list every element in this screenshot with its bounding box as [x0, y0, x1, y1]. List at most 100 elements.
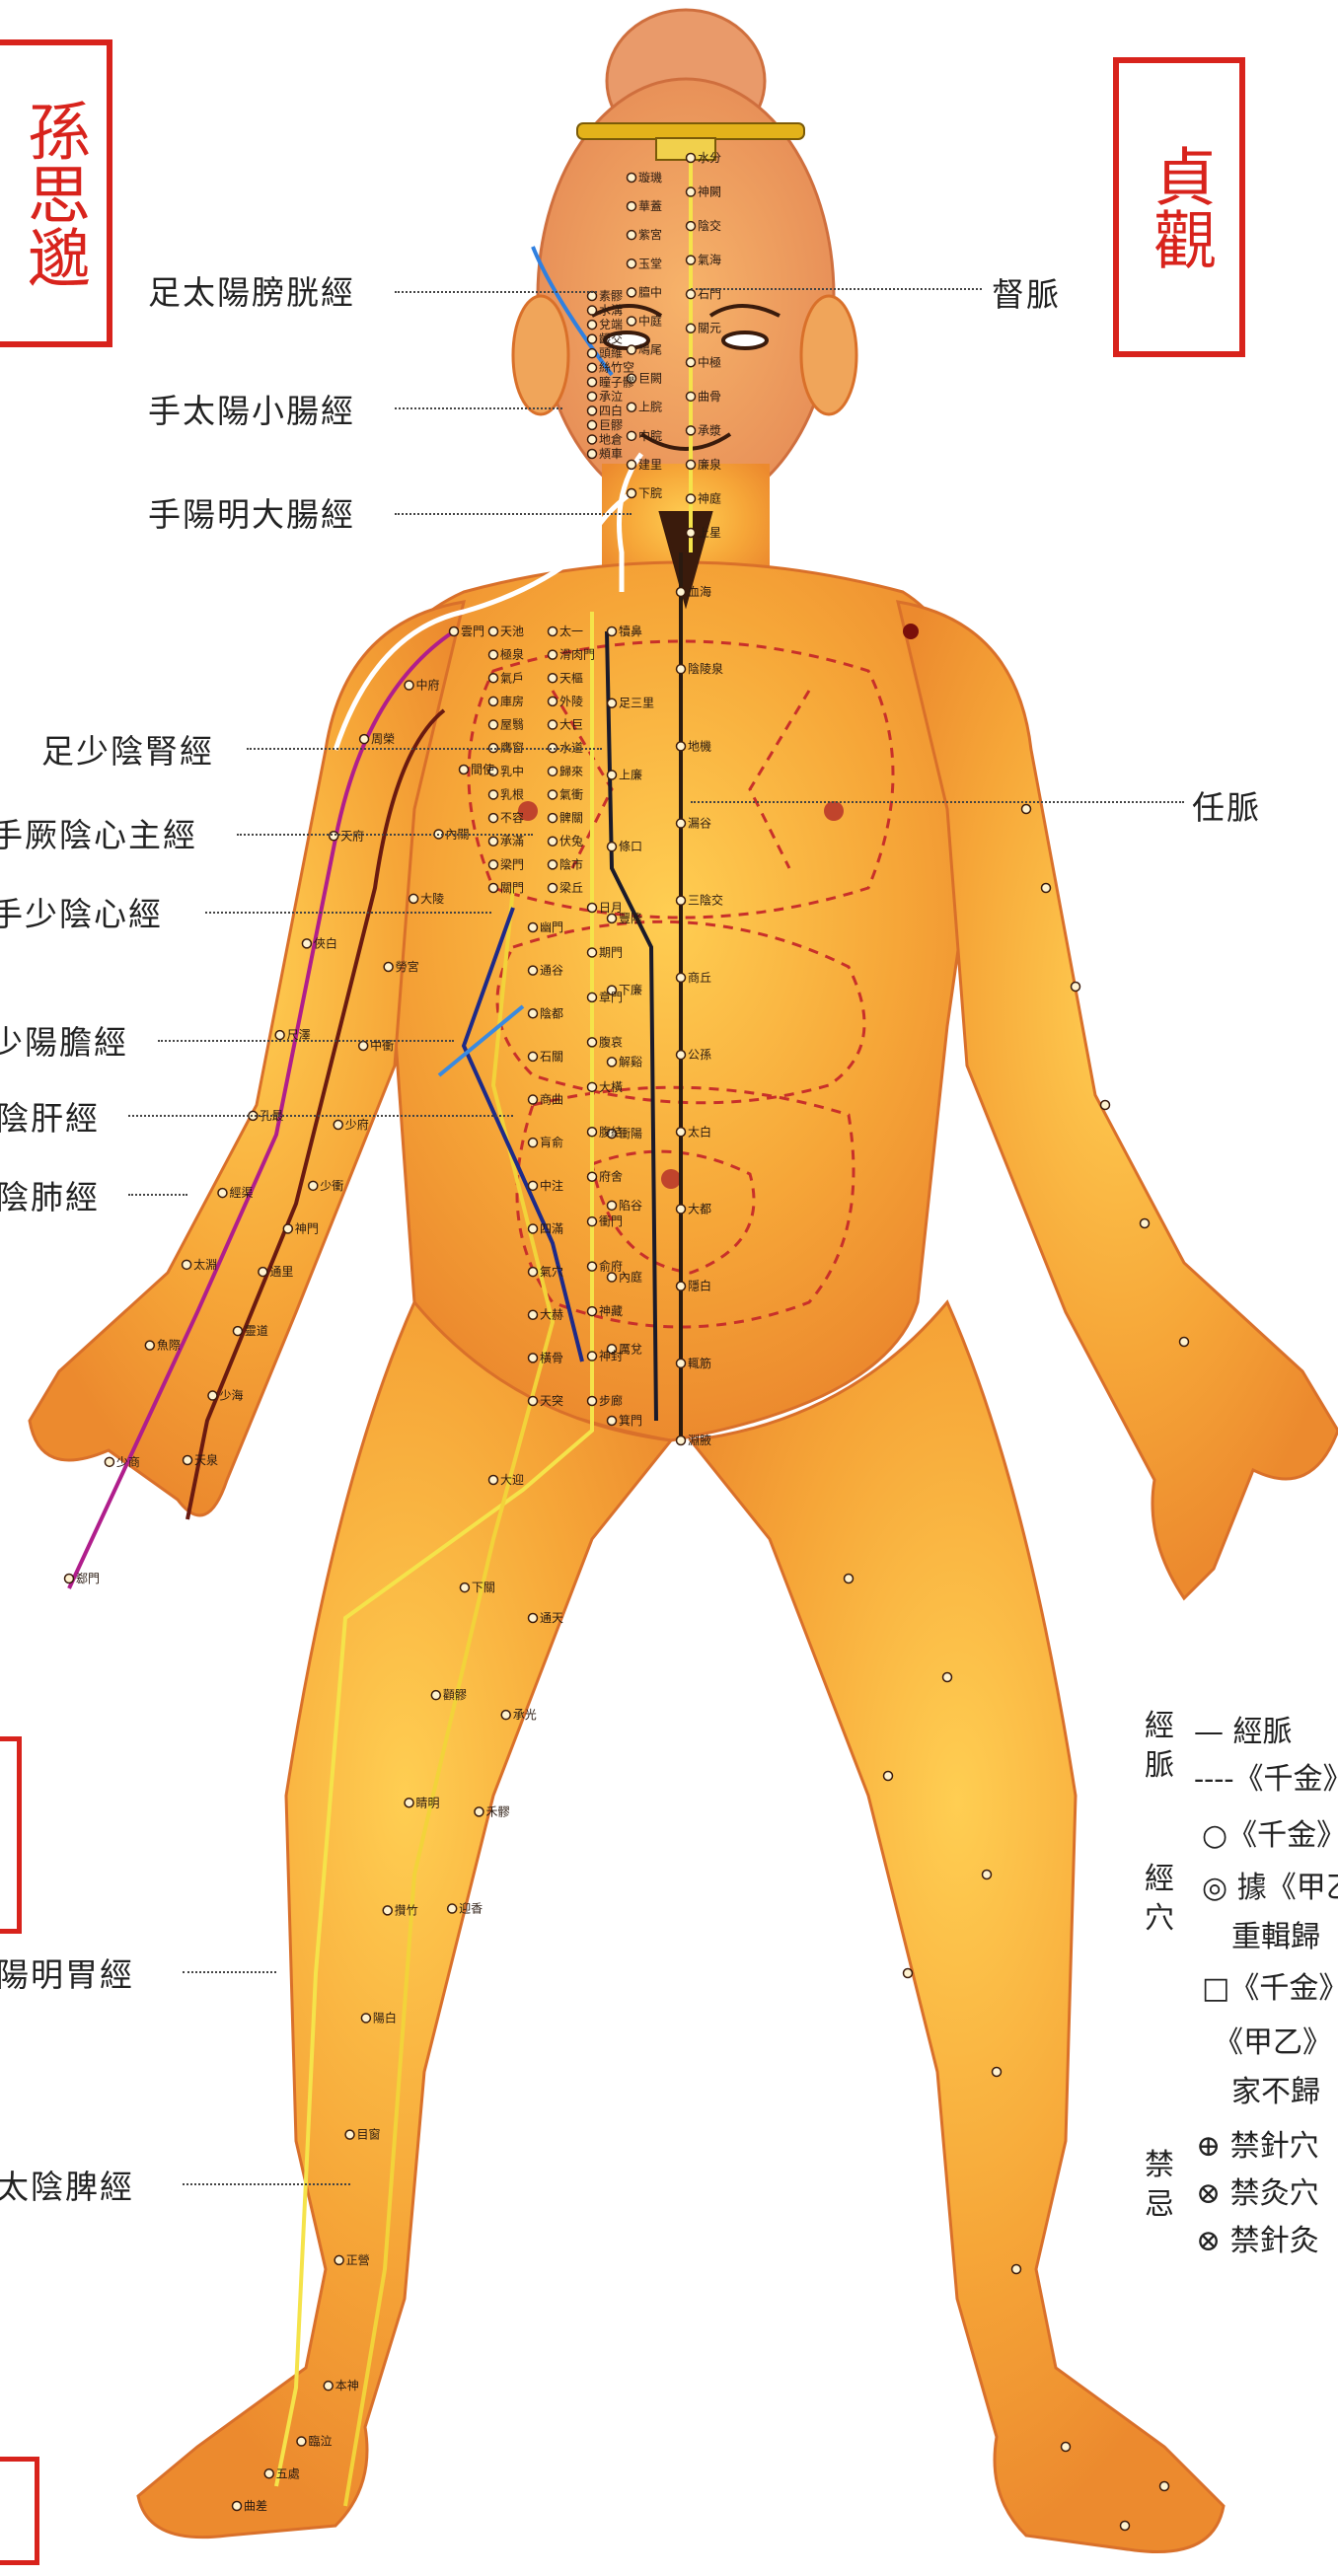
acupoint-label: 顴髎	[443, 1688, 467, 1702]
acupoint-label: 血海	[688, 584, 711, 599]
acupoint-label: 地機	[688, 738, 711, 753]
acupoint-dot	[677, 1436, 686, 1445]
acupoint-label: 陽白	[373, 2010, 397, 2024]
acupoint-dot	[677, 1128, 686, 1137]
acupoint-label: 攢竹	[395, 1903, 418, 1917]
acupoint-dot	[489, 650, 498, 659]
acupoint-dot	[588, 1352, 597, 1361]
acupoint-label: 上星	[698, 526, 721, 540]
acupoint-label: 極泉	[500, 647, 524, 662]
acupoint-label: 犢鼻	[619, 624, 642, 638]
acupoint-dot	[628, 403, 636, 411]
acupoint-dot	[145, 1341, 154, 1350]
acupoint-label: 大橫	[599, 1080, 623, 1094]
acupoint-label: 關門	[500, 881, 524, 895]
acupoint-dot	[1062, 2443, 1071, 2452]
acupoint-label: 通谷	[540, 964, 563, 978]
acupoint-dot	[588, 1128, 597, 1137]
acupoint-label: 建里	[638, 458, 662, 472]
acupoint-label: 睛明	[416, 1796, 440, 1809]
acupoint-label: 幽門	[540, 920, 563, 934]
legend-points-item-4: □《千金》	[1202, 1963, 1338, 2007]
acupoint-dot	[608, 843, 617, 851]
acupoint-dot	[549, 627, 558, 636]
acupoint-label: 承光	[513, 1708, 537, 1722]
acupoint-dot	[275, 1031, 284, 1040]
acupoint-dot	[608, 1273, 617, 1282]
acupoint-dot	[324, 2382, 333, 2391]
acupoint-label: 府舍	[599, 1169, 623, 1184]
acupoint-label: 頰車	[599, 447, 623, 461]
acupoint-dot	[549, 837, 558, 846]
acupoint-dot	[460, 766, 469, 774]
acupoint-label: 氣戶	[500, 671, 524, 685]
acupoint-dot	[529, 1397, 538, 1406]
acupoint-dot	[384, 963, 393, 972]
acupoint-label: 梁門	[500, 856, 524, 871]
acupoint-dot	[677, 1051, 686, 1060]
acupoint-label: 神庭	[698, 490, 721, 505]
acupoint-dot	[687, 290, 696, 299]
seal-top-right: 貞觀	[1113, 57, 1245, 357]
acupoint-label: 天池	[500, 625, 524, 638]
acupoint-label: 商曲	[540, 1092, 563, 1107]
meridian-label-heart: 手少陰心經	[0, 888, 163, 935]
acupoint-label: 臨泣	[308, 2434, 332, 2449]
acupoint-dot	[529, 1268, 538, 1277]
acupoint-dot	[334, 2255, 343, 2264]
acupoint-label: 少府	[345, 1117, 369, 1132]
acupoint-dot	[677, 588, 686, 597]
acupoint-dot	[687, 187, 696, 196]
acupoint-label: 瞳子髎	[599, 374, 634, 389]
acupoint-dot	[687, 256, 696, 264]
acupoint-label: 絲竹空	[599, 360, 634, 375]
acupoint-dot	[360, 735, 369, 744]
acupoint-label: 水分	[698, 151, 721, 165]
seal-bottom-left	[0, 2457, 39, 2565]
acupoint-label: 郄門	[76, 1572, 100, 1585]
acupoint-dot	[588, 378, 597, 387]
acupoint-dot	[529, 1095, 538, 1104]
acupoint-dot	[549, 767, 558, 775]
acupoint-label: 陰市	[559, 856, 583, 871]
acupoint-label: 梁丘	[559, 880, 583, 895]
acupoint-label: 箕門	[619, 1414, 642, 1428]
acupoint-label: 隱白	[688, 1279, 711, 1293]
acupoint-dot	[628, 231, 636, 240]
acupoint-label: 陰交	[698, 218, 721, 233]
legend-taboo-item-2: ⊗ 禁灸穴	[1196, 2169, 1319, 2212]
acupoint-dot	[405, 681, 413, 690]
acupoint-dot	[549, 720, 558, 729]
acupoint-dot	[588, 1172, 597, 1181]
seal-left-middle	[0, 1736, 22, 1934]
acupoint-dot	[529, 1181, 538, 1190]
legend-points-group: 經穴	[1145, 1860, 1174, 1939]
acupoint-label: 足三里	[619, 697, 654, 710]
acupoint-dot	[489, 697, 498, 705]
acupoint-label: 大迎	[500, 1473, 524, 1487]
acupoint-label: 中脘	[638, 428, 662, 443]
acupoint-label: 四滿	[540, 1221, 563, 1235]
acupoint-dot	[588, 1262, 597, 1271]
legend-meridian-item-2: ----《千金》	[1194, 1754, 1338, 1798]
acupoint-dot	[677, 665, 686, 674]
acupoint-dot	[529, 1009, 538, 1018]
acupoint-label: 經渠	[229, 1186, 253, 1200]
acupoint-dot	[588, 363, 597, 372]
legend-points-item-5: 《甲乙》	[1214, 2018, 1332, 2061]
acupoint-dot	[302, 939, 311, 948]
acupoint-dot	[608, 1417, 617, 1426]
acupoint-dot	[1160, 2482, 1169, 2491]
acupoint-dot	[588, 904, 597, 913]
acupoint-dot	[549, 697, 558, 705]
meridian-label-pericardium: 手厥陰心主經	[0, 809, 197, 856]
acupoint-dot	[1072, 983, 1080, 992]
acupoint-label: 素髎	[599, 289, 623, 303]
acupoint-dot	[628, 460, 636, 469]
meridian-label-liver: 陰肝經	[0, 1092, 100, 1140]
acupoint-dot	[489, 720, 498, 729]
acupoint-dot	[628, 431, 636, 440]
acupoint-dot	[489, 674, 498, 683]
acupoint-label: 迎香	[459, 1902, 483, 1916]
acupoint-dot	[549, 860, 558, 869]
